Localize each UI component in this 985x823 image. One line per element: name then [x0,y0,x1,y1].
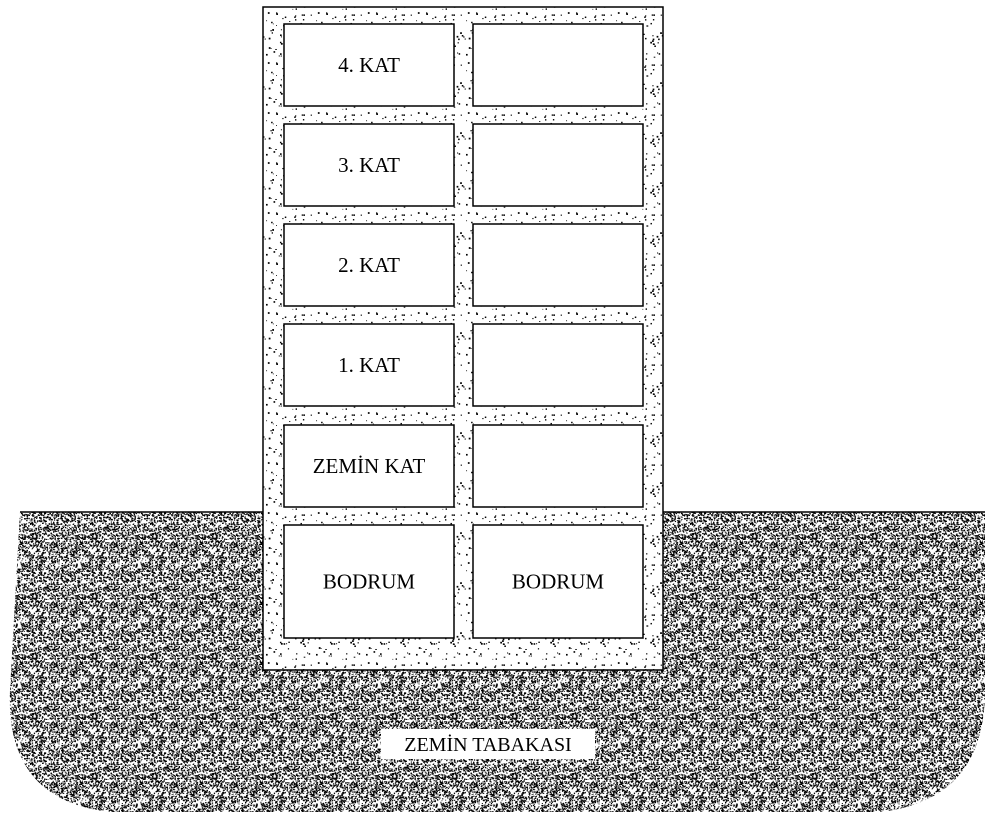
ground-label: ZEMİN TABAKASI [404,733,571,756]
room-kat-2-left [283,223,455,307]
room-label-kat-2-left: 2. KAT [338,253,400,277]
room-kat-4-right [472,23,644,107]
room-kat-3-left [283,123,455,207]
room-label-kat-4-left: 4. KAT [338,53,400,77]
room-kat-1-left [283,323,455,407]
room-label-bodrum-right: BODRUM [512,570,605,594]
room-kat-3-right [472,123,644,207]
room-label-kat-1-left: 1. KAT [338,353,400,377]
room-kat-1-right [472,323,644,407]
ground-label-box [381,729,595,759]
room-label-bodrum-left: BODRUM [323,570,416,594]
room-kat-4-left [283,23,455,107]
room-label-zemin-kat-left: ZEMİN KAT [313,454,426,478]
room-zemin-kat-left [283,424,455,508]
room-kat-2-right [472,223,644,307]
room-zemin-kat-right [472,424,644,508]
room-bodrum-right [472,524,644,639]
room-label-kat-3-left: 3. KAT [338,153,400,177]
room-bodrum-left [283,524,455,639]
